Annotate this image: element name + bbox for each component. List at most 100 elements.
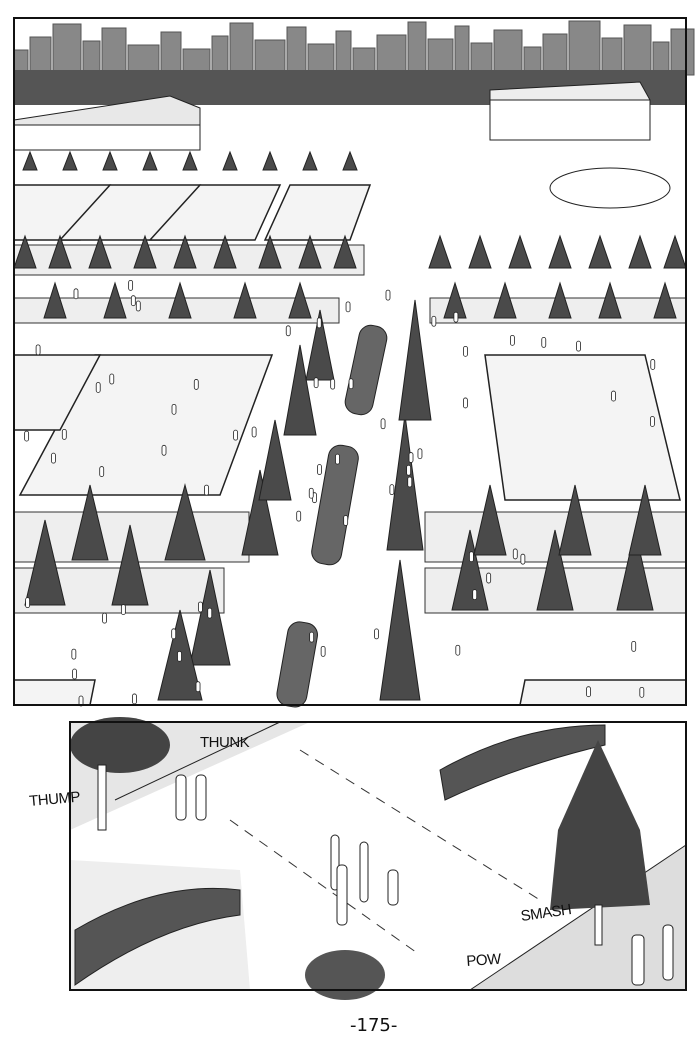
people xyxy=(175,774,674,986)
person xyxy=(408,452,414,463)
hedge-planter xyxy=(74,887,241,986)
person xyxy=(102,612,107,624)
building xyxy=(254,39,286,76)
tree xyxy=(233,281,257,319)
city-skyline xyxy=(13,20,695,76)
tree xyxy=(71,484,109,561)
page-number: -175- xyxy=(350,1015,398,1036)
building xyxy=(542,33,568,76)
tree xyxy=(428,234,452,269)
panel-1-tennis-complex-overview xyxy=(13,17,695,708)
tree xyxy=(13,234,37,269)
tree xyxy=(288,281,312,319)
building xyxy=(229,22,254,76)
person xyxy=(343,515,349,526)
person xyxy=(251,426,257,438)
person xyxy=(61,428,67,440)
tree xyxy=(663,234,687,269)
person xyxy=(317,464,322,475)
tree xyxy=(386,414,424,551)
person xyxy=(509,334,515,346)
tree xyxy=(164,483,206,561)
tree xyxy=(550,740,650,910)
tree xyxy=(48,234,72,269)
person xyxy=(541,336,547,348)
fountain xyxy=(549,167,671,209)
tree xyxy=(493,281,517,319)
person xyxy=(309,631,315,643)
person xyxy=(207,607,213,619)
person xyxy=(348,378,354,390)
building xyxy=(52,23,82,76)
person xyxy=(469,551,474,563)
tree xyxy=(168,281,192,319)
person xyxy=(120,604,126,615)
person xyxy=(198,601,203,613)
tree xyxy=(508,234,532,269)
bush xyxy=(305,950,385,1000)
clubhouse-building xyxy=(13,95,201,151)
tree xyxy=(22,150,38,171)
person xyxy=(71,648,77,660)
tree xyxy=(258,234,282,269)
tree xyxy=(598,281,622,319)
mansion-building xyxy=(489,81,651,141)
sfx-thunk: THUNK xyxy=(200,734,250,751)
tree-canopy xyxy=(70,717,170,773)
person xyxy=(463,345,468,357)
person xyxy=(313,377,319,389)
person xyxy=(431,315,437,327)
person xyxy=(330,378,336,390)
tree xyxy=(558,484,592,556)
building xyxy=(286,26,307,76)
tree xyxy=(102,150,118,171)
person xyxy=(520,553,526,565)
person xyxy=(204,484,209,496)
tree xyxy=(173,234,197,269)
tree xyxy=(142,150,158,171)
building xyxy=(427,38,454,76)
person xyxy=(308,487,314,499)
tree xyxy=(628,484,662,556)
tree xyxy=(548,281,572,319)
building xyxy=(376,34,407,76)
person xyxy=(611,390,616,402)
building xyxy=(307,43,335,76)
person xyxy=(25,597,30,609)
dashed-path-lines xyxy=(229,749,541,956)
person xyxy=(320,645,326,657)
tree xyxy=(536,529,574,611)
tree xyxy=(653,281,677,319)
person xyxy=(233,429,239,441)
person xyxy=(24,430,30,442)
trees xyxy=(13,150,687,701)
person xyxy=(161,444,167,456)
person xyxy=(193,379,199,390)
tree xyxy=(24,519,66,606)
person xyxy=(512,548,518,560)
person xyxy=(335,453,340,465)
person xyxy=(78,695,84,707)
tree xyxy=(342,150,358,171)
person xyxy=(463,397,468,409)
person xyxy=(374,628,379,640)
tree xyxy=(262,150,278,171)
tree xyxy=(302,150,318,171)
tree xyxy=(588,234,612,269)
tree xyxy=(628,234,652,269)
hedge-planter xyxy=(439,724,606,801)
person xyxy=(407,476,413,488)
tree xyxy=(468,234,492,269)
tree xyxy=(103,281,127,319)
sfx-pow: POW xyxy=(465,950,502,970)
tree xyxy=(213,234,237,269)
tree xyxy=(182,150,198,171)
tree xyxy=(616,529,654,611)
person xyxy=(576,340,581,352)
person xyxy=(95,382,101,393)
building xyxy=(101,27,127,76)
building xyxy=(670,28,695,76)
tree xyxy=(111,524,149,606)
building xyxy=(211,35,229,76)
